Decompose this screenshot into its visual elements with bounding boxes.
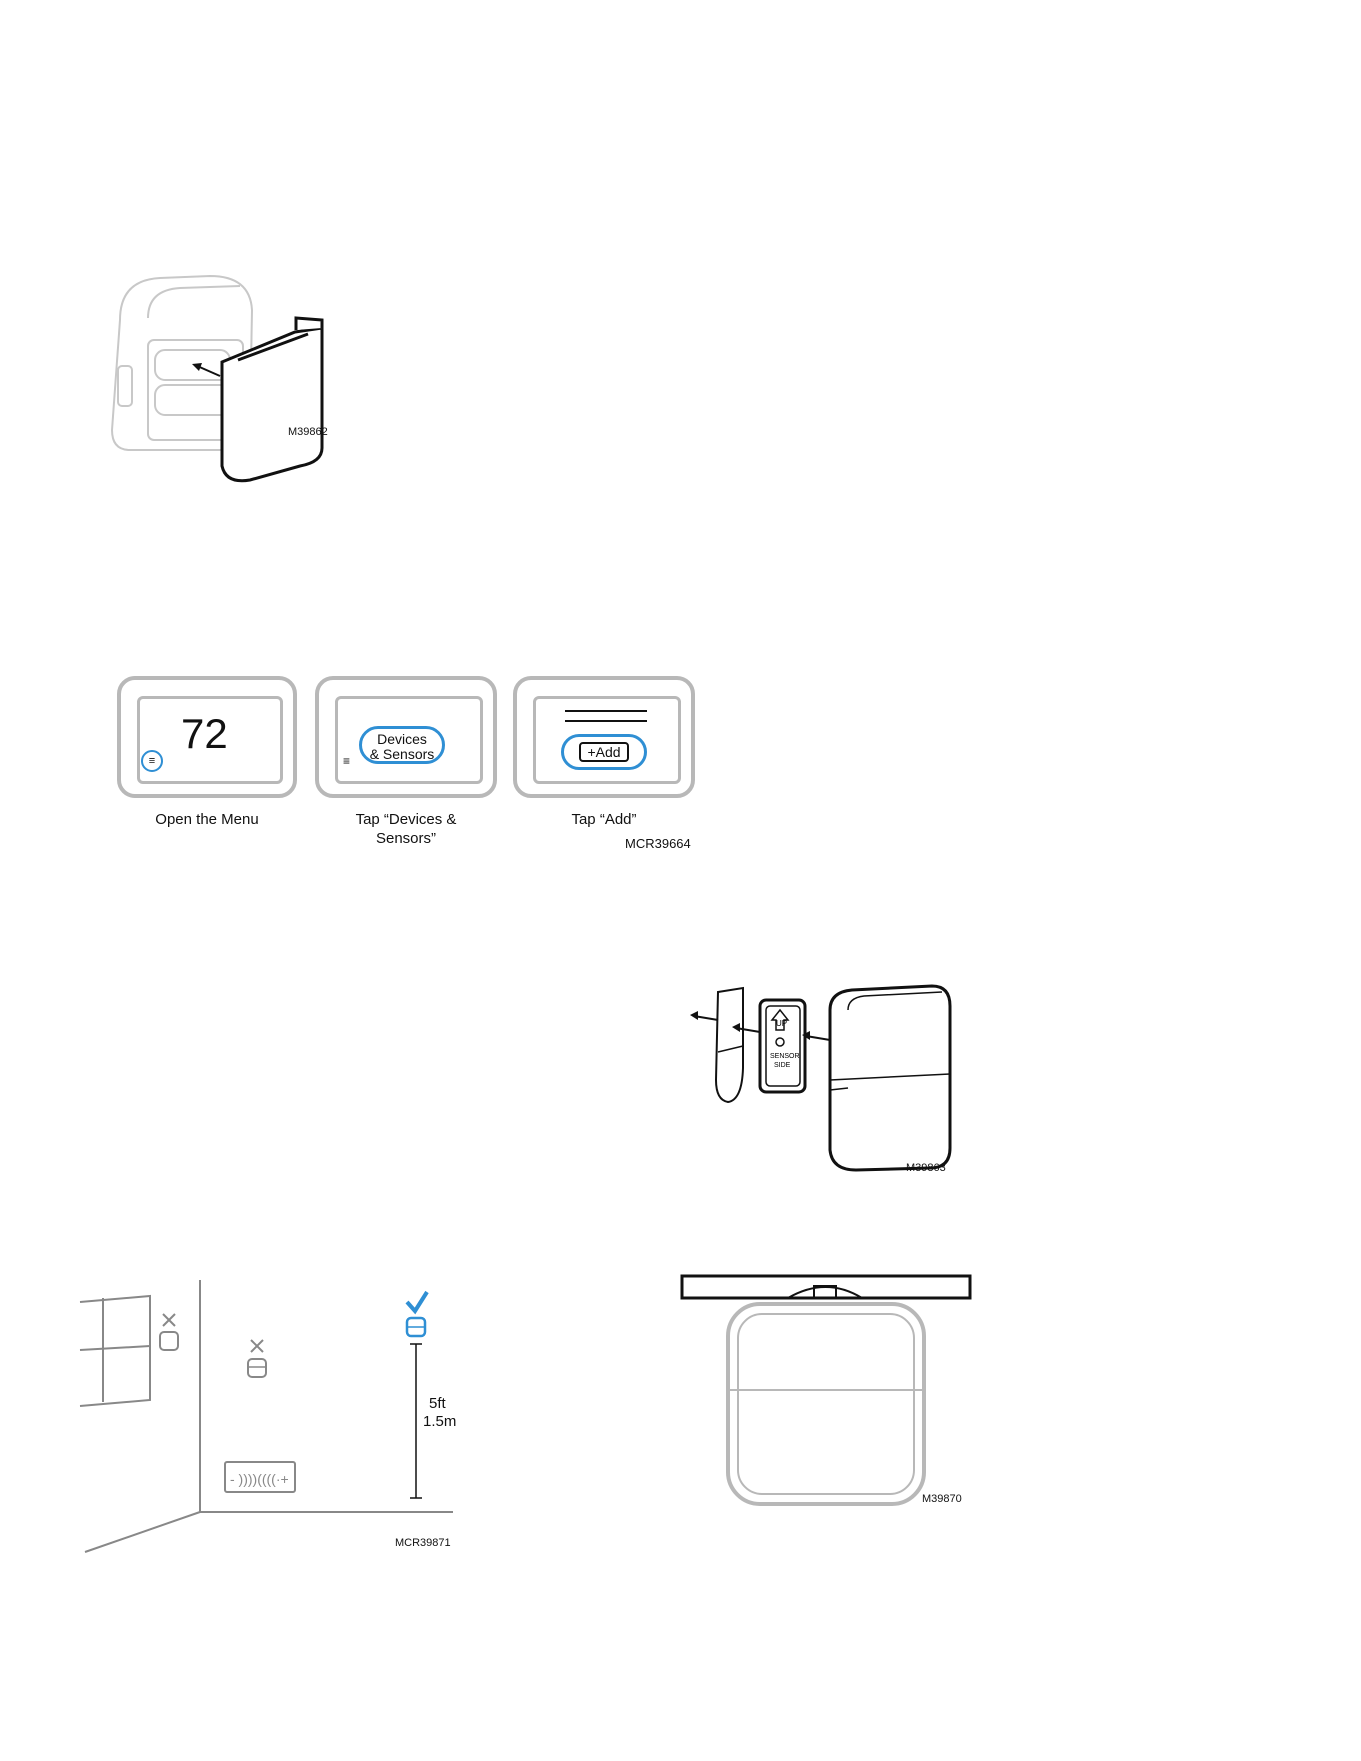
add-button[interactable]: +Add xyxy=(561,734,647,770)
battery-cover-figure: M39862 xyxy=(100,270,370,500)
temperature-display: 72 xyxy=(181,710,228,758)
figure-code: MCR39871 xyxy=(395,1537,451,1549)
svg-text:- ))))((((·+: - ))))((((·+ xyxy=(230,1471,289,1487)
menu-icon: ≡ xyxy=(343,754,350,768)
caption-tap-add: Tap “Add” xyxy=(513,810,695,829)
check-icon xyxy=(407,1292,427,1311)
figure-code: M39870 xyxy=(922,1493,962,1505)
height-m: 1.5m xyxy=(423,1413,456,1430)
caption-open-menu: Open the Menu xyxy=(117,810,297,829)
thermostat-screen-2: ≡ Devices & Sensors xyxy=(315,676,497,798)
sensor-tab-figure: UP SENSOR SIDE M39863 xyxy=(680,980,960,1180)
figure-code: M39863 xyxy=(906,1162,946,1174)
thermostat-screen-3: +Add xyxy=(513,676,695,798)
devices-sensors-button[interactable]: Devices & Sensors xyxy=(359,726,445,764)
caption-tap-devices: Tap “Devices & Sensors” xyxy=(315,810,497,848)
sensor-side-label-2: SIDE xyxy=(774,1062,791,1069)
thermostat-screen-1: 72 ≡ xyxy=(117,676,297,798)
height-ft: 5ft xyxy=(429,1395,447,1412)
placement-figure: - ))))((((·+ 5ft 1.5m MCR39871 xyxy=(75,1270,475,1560)
figure-code: MCR39664 xyxy=(625,836,691,851)
figure-code: M39862 xyxy=(288,426,328,438)
up-label: UP xyxy=(776,1019,787,1028)
sensor-side-label-1: SENSOR xyxy=(770,1053,800,1060)
mounted-sensor-figure: M39870 xyxy=(680,1270,980,1520)
menu-icon: ≡ xyxy=(141,750,163,772)
